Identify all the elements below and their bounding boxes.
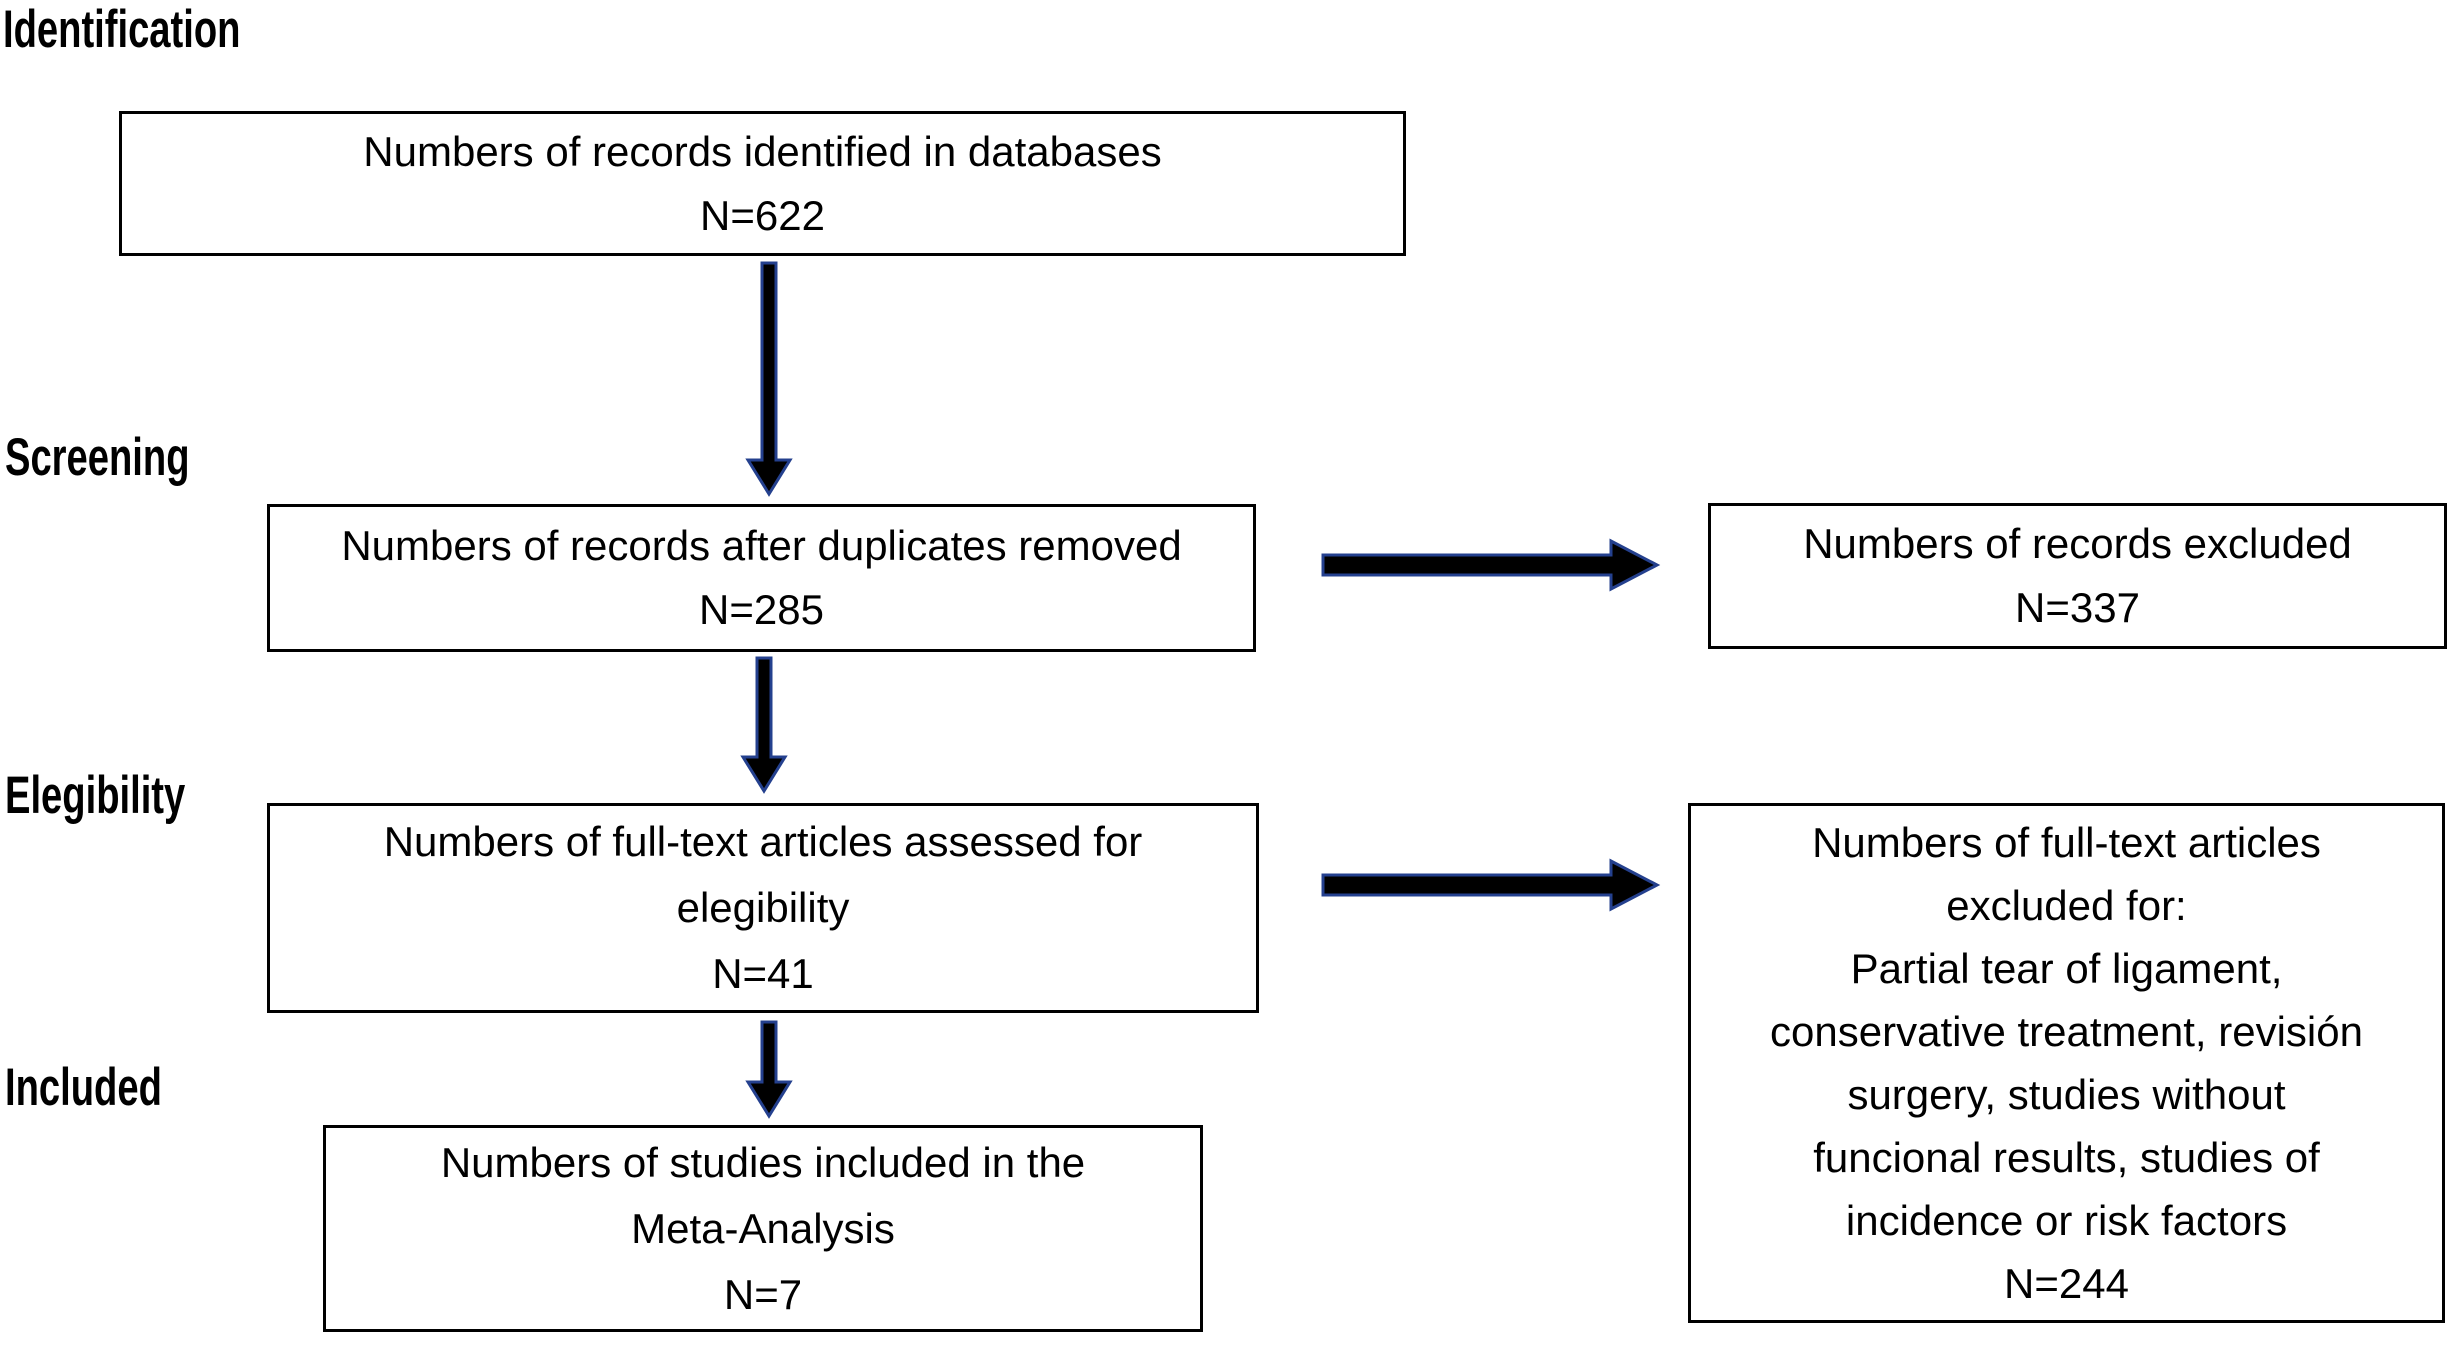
box-records-excluded-count: N=337 (2015, 584, 2140, 631)
box-included-studies-text-line1: Numbers of studies included in the (440, 1138, 1086, 1186)
stage-label-elegibility: Elegibility (5, 766, 186, 825)
box-records-excluded: Numbers of records excluded N=337 (1708, 503, 2447, 649)
box-fulltext-excluded-reason-1: Partial tear of ligament, (1850, 945, 2283, 992)
stage-label-screening: Screening (5, 428, 190, 487)
stage-label-included: Included (5, 1058, 162, 1117)
box-fulltext-excluded-reason-5: incidence or risk factors (1845, 1197, 2288, 1244)
box-fulltext-excluded: Numbers of full-text articles excluded f… (1688, 803, 2445, 1323)
box-fulltext-excluded-reason-4: funcional results, studies of (1813, 1134, 2320, 1181)
box-included-studies-text-line2: Meta-Analysis (631, 1204, 895, 1252)
box-fulltext-assessed-text-line1: Numbers of full-text articles assessed f… (383, 818, 1143, 865)
stage-label-identification: Identification (3, 0, 241, 59)
arrow-deduplicated-to-records-excluded (1321, 538, 1661, 592)
box-records-after-duplicates: Numbers of records after duplicates remo… (267, 504, 1256, 652)
box-fulltext-assessed: Numbers of full-text articles assessed f… (267, 803, 1259, 1013)
box-records-identified-text: Numbers of records identified in databas… (363, 127, 1162, 175)
arrow-fulltext-to-included (745, 1020, 793, 1119)
arrow-fulltext-to-fulltext-excluded (1321, 858, 1661, 912)
box-included-studies: Numbers of studies included in the Meta-… (323, 1125, 1203, 1332)
box-fulltext-excluded-reason-2: conservative treatment, revisión (1770, 1008, 2363, 1055)
box-fulltext-excluded-reason-3: surgery, studies without (1847, 1071, 2286, 1118)
box-fulltext-excluded-text-line2: excluded for: (1946, 882, 2187, 929)
box-fulltext-excluded-text-line1: Numbers of full-text articles (1812, 819, 2321, 866)
arrow-deduplicated-to-fulltext (740, 656, 788, 794)
arrow-identified-to-deduplicated (745, 261, 793, 497)
box-records-after-duplicates-text: Numbers of records after duplicates remo… (341, 522, 1182, 569)
box-records-identified: Numbers of records identified in databas… (119, 111, 1406, 256)
box-fulltext-assessed-text-line2: elegibility (676, 884, 850, 931)
box-included-studies-count: N=7 (723, 1270, 803, 1318)
box-fulltext-excluded-count: N=244 (2004, 1260, 2129, 1307)
box-records-after-duplicates-count: N=285 (699, 586, 824, 633)
box-records-excluded-text: Numbers of records excluded (1803, 520, 2352, 567)
box-fulltext-assessed-count: N=41 (712, 950, 814, 997)
box-records-identified-count: N=622 (700, 191, 825, 239)
